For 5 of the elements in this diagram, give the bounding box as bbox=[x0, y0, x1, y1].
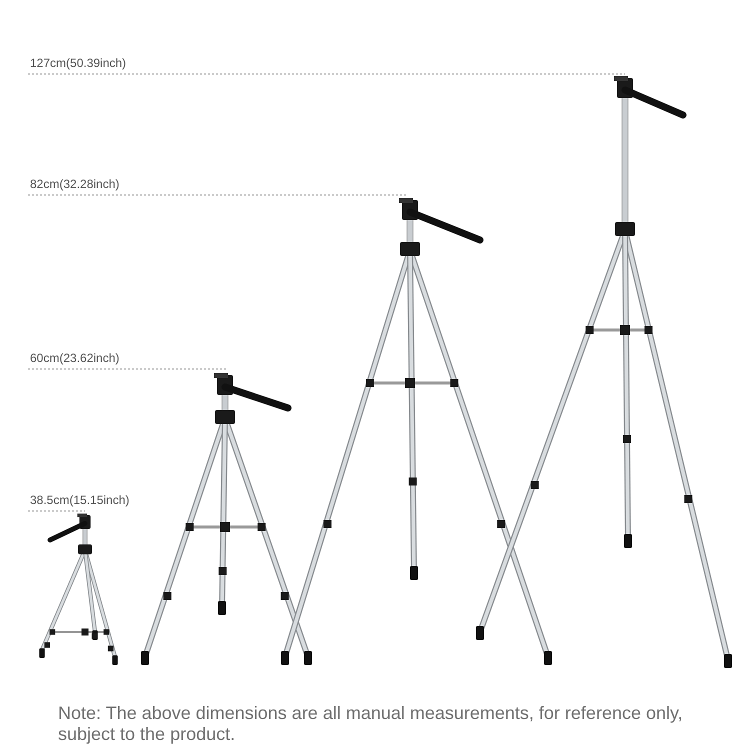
dimension-label: 82cm(32.28inch) bbox=[30, 177, 120, 191]
note-text: Note: The above dimensions are all manual measurements, for reference only, subject to the product. bbox=[58, 703, 684, 745]
dimension-label: 60cm(23.62inch) bbox=[30, 351, 120, 365]
dimension-label: 38.5cm(15.15inch) bbox=[30, 493, 130, 507]
dimension-label: 127cm(50.39inch) bbox=[30, 56, 126, 70]
